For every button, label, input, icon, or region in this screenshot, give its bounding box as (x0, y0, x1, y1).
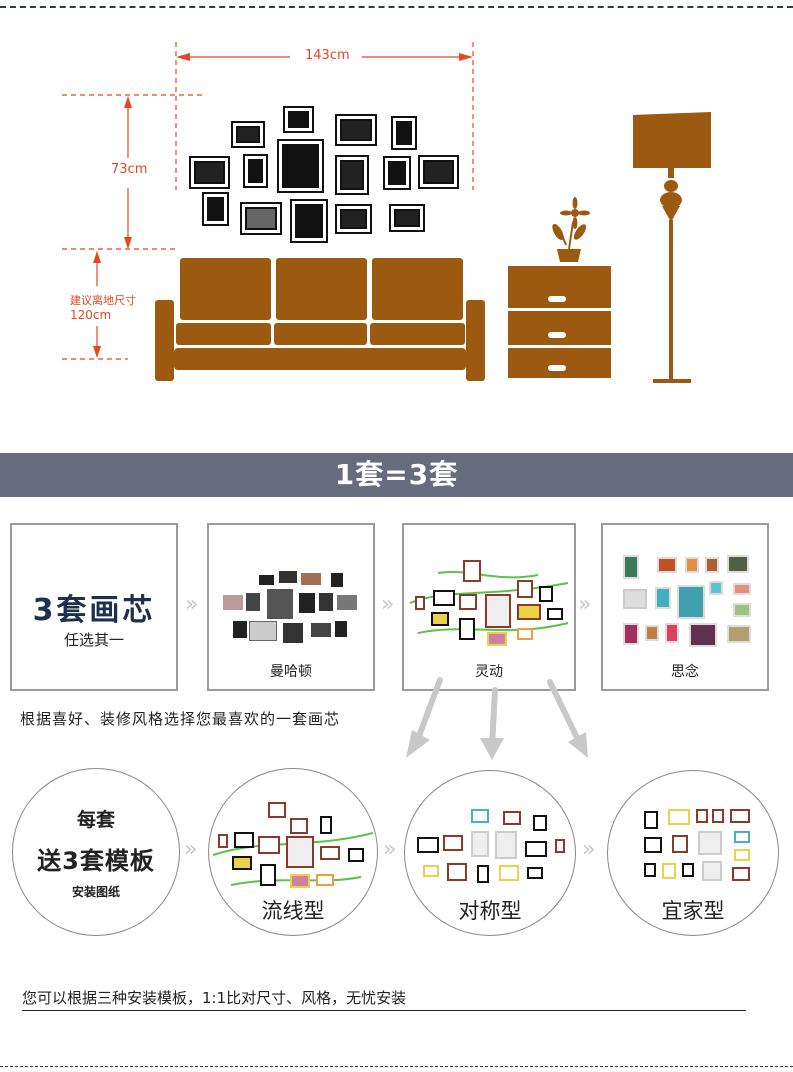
template-label-duichen: 对称型 (458, 899, 522, 923)
width-dimension-label: 143cm (305, 48, 350, 63)
set-thumbnail-sinian (613, 551, 759, 651)
top-divider (0, 6, 793, 8)
set-card-sinian[interactable]: 思念 (601, 523, 769, 691)
set-card-manhattan[interactable]: 曼哈顿 (207, 523, 375, 691)
sofa (155, 258, 485, 381)
templates-intro-line1: 每套 (76, 809, 115, 831)
arrow-right-icon: » (184, 837, 198, 862)
templates-intro-circle: 每套 送3套模板 安装图纸 (12, 768, 180, 936)
photo-wall (189, 106, 459, 243)
template-thumbnail-liuxian (212, 802, 374, 888)
template-thumbnail-duichen (415, 809, 567, 889)
potted-plant (552, 197, 590, 262)
floor-height-label-1: 建议离地尺寸 (70, 294, 136, 307)
set-thumbnail-manhattan (219, 565, 365, 643)
set-label-lingdong: 灵动 (475, 664, 503, 680)
template-thumbnail-yijia (638, 807, 756, 887)
sets-note: 根据喜好、装修风格选择您最喜欢的一套画芯 (20, 710, 341, 728)
sets-intro-sub: 任选其一 (63, 631, 124, 649)
sets-intro-main: 3套画芯 (32, 593, 156, 628)
floor-lamp (633, 112, 711, 383)
template-label-liuxian: 流线型 (261, 899, 325, 923)
sets-intro-box: 3套画芯 任选其一 (10, 523, 178, 691)
arrow-right-icon: » (578, 592, 592, 617)
templates-intro-line3: 安装图纸 (71, 885, 120, 899)
down-arrows-icon (406, 677, 588, 760)
template-circle-duichen[interactable]: 对称型 (404, 770, 576, 936)
set-card-lingdong[interactable]: 灵动 (402, 523, 576, 691)
room-illustration (62, 42, 711, 383)
arrow-right-icon: » (381, 592, 395, 617)
side-cabinet (508, 266, 611, 378)
set-thumbnail-lingdong (409, 560, 569, 646)
templates-note: 您可以根据三种安装模板，1:1比对尺寸、风格，无忧安装 (22, 987, 746, 1011)
floor-height-label-2: 120cm (70, 308, 112, 322)
arrow-right-icon: » (383, 837, 397, 862)
template-circle-liuxian[interactable]: 流线型 (208, 768, 378, 936)
arrow-right-icon: » (582, 837, 596, 862)
template-label-yijia: 宜家型 (661, 899, 725, 923)
set-label-sinian: 思念 (671, 664, 699, 680)
set-label-manhattan: 曼哈顿 (270, 664, 312, 680)
height-dimension-label: 73cm (111, 162, 148, 177)
template-circle-yijia[interactable]: 宜家型 (607, 770, 779, 936)
bottom-divider (0, 1066, 793, 1067)
arrow-right-icon: » (185, 592, 199, 617)
banner-title: 1套=3套 (0, 453, 793, 497)
templates-intro-line2: 送3套模板 (37, 847, 155, 875)
dimension-arrowheads (93, 53, 473, 358)
